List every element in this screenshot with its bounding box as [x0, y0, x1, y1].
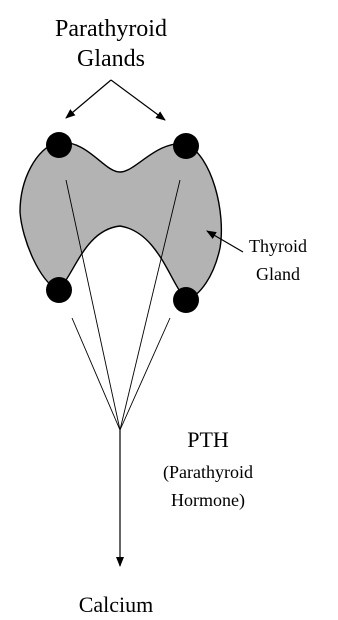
- parathyroid-label-line2: Glands: [77, 46, 145, 72]
- thyroid-label-line2: Gland: [256, 264, 300, 284]
- parathyroid-gland-upper-left: [46, 132, 72, 158]
- pth-full-label-line1: (Parathyroid: [163, 462, 253, 483]
- arrow-to-right-parathyroid: [111, 80, 165, 120]
- calcium-label: Calcium: [79, 592, 154, 617]
- arrow-to-left-parathyroid: [66, 80, 111, 118]
- parathyroid-gland-upper-right: [173, 133, 199, 159]
- pth-label: PTH: [187, 427, 229, 452]
- thyroid-label-line1: Thyroid: [249, 236, 307, 256]
- parathyroid-label-line1: Parathyroid: [55, 16, 167, 42]
- thyroid-gland-shape: [20, 142, 221, 300]
- pth-full-label-line2: Hormone): [171, 490, 245, 511]
- parathyroid-gland-lower-right: [173, 287, 199, 313]
- parathyroid-gland-lower-left: [46, 277, 72, 303]
